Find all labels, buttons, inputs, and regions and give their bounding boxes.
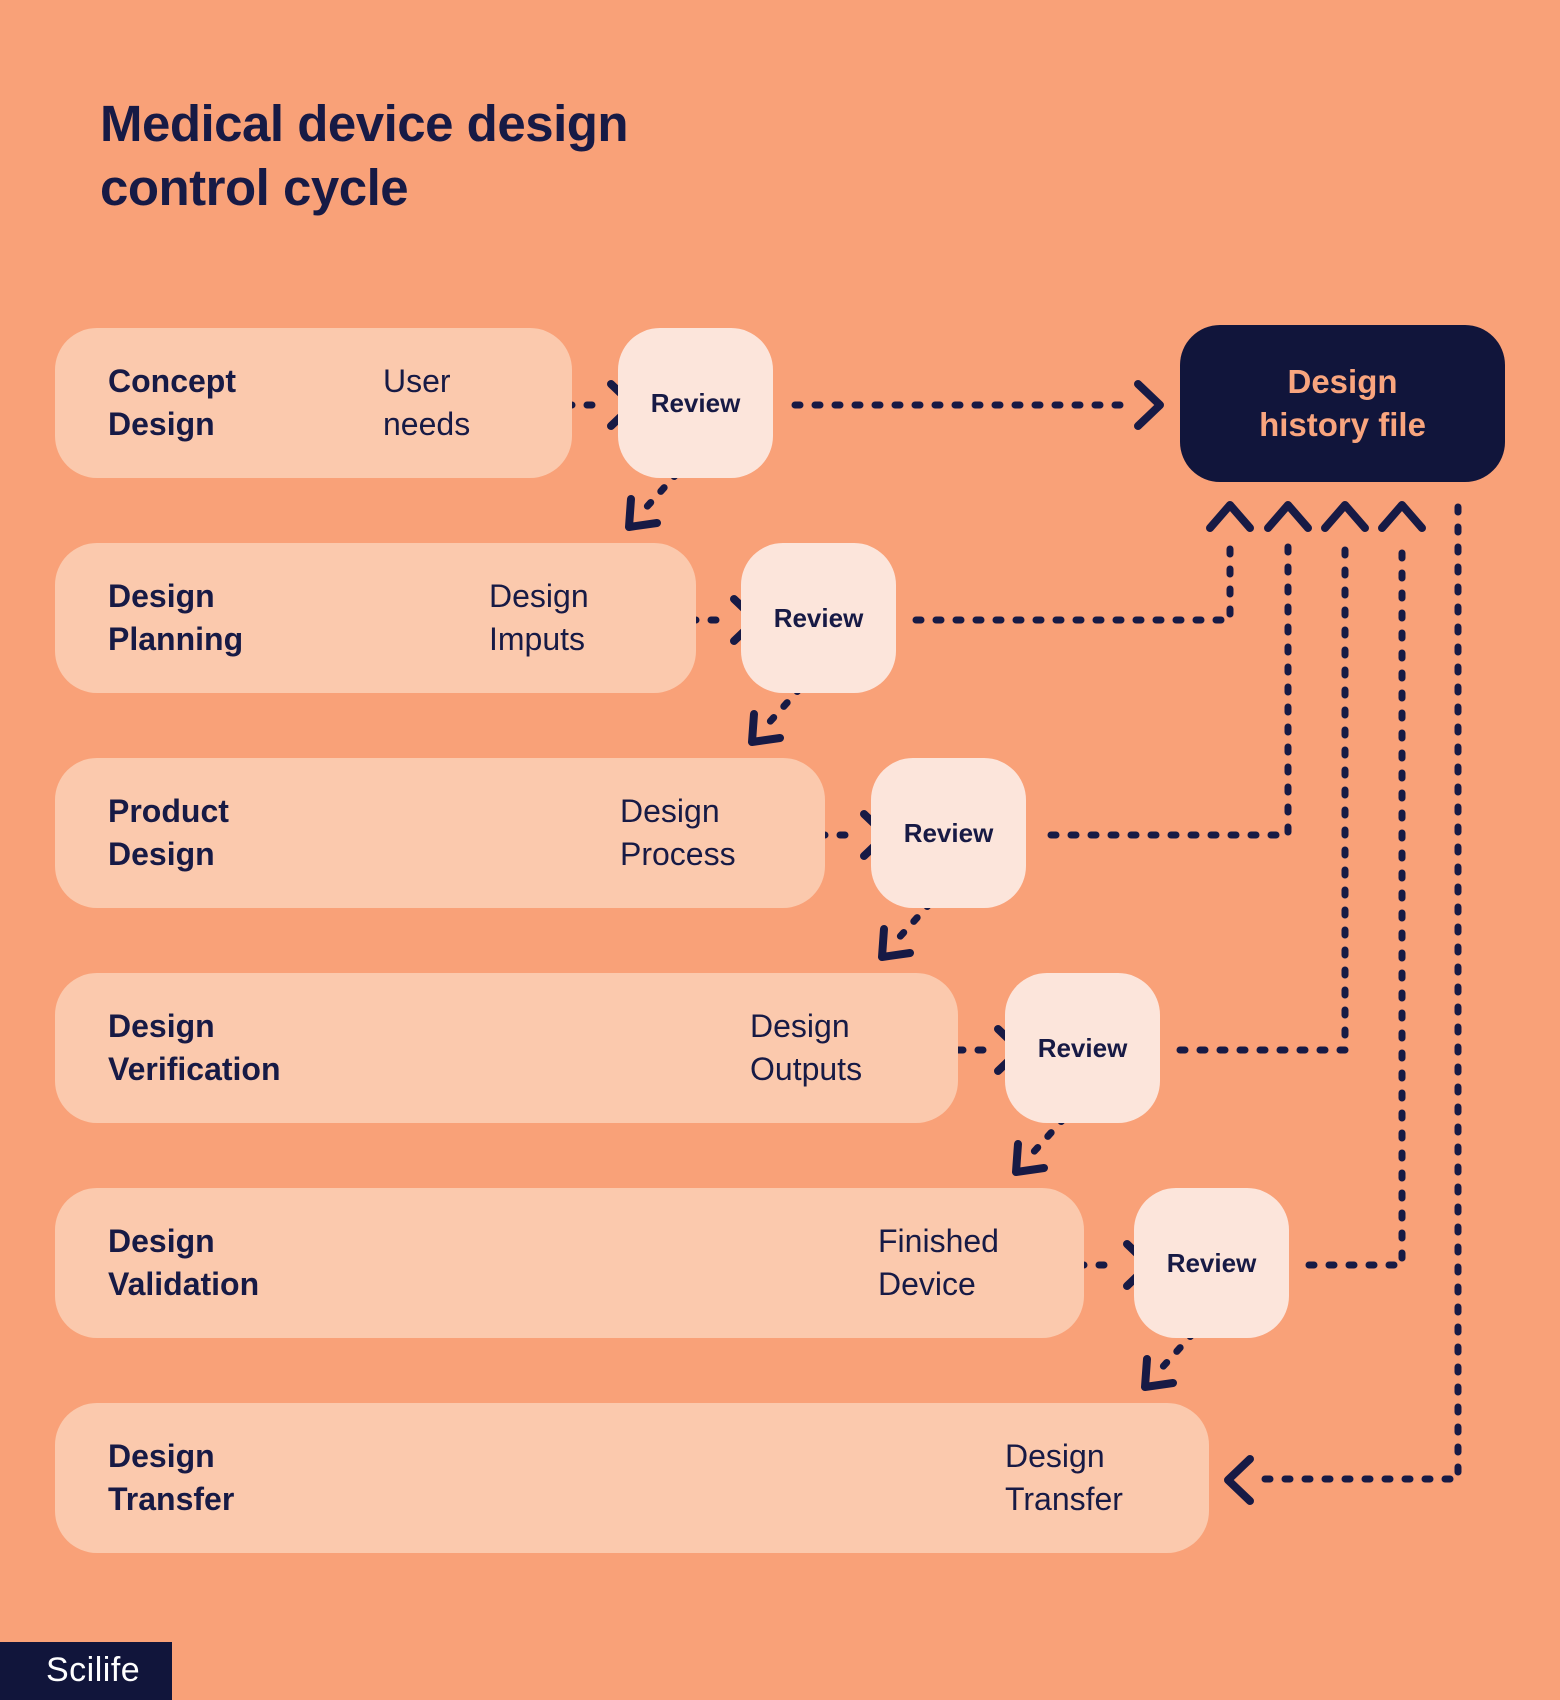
arrowhead-downleft-icon [1141,1355,1177,1391]
arrow-review5-to-dhf-dots [1305,541,1406,1269]
arrowhead-up-icon [1321,501,1369,532]
review-box-3: Review [871,758,1026,908]
arrowhead-up-icon [1378,501,1426,532]
page-title: Medical device design control cycle [100,95,629,217]
arrow-review3-to-dhf-dots [1047,541,1292,839]
scilife-logo: Scilife [0,1642,172,1700]
review-box-5: Review [1134,1188,1289,1338]
scilife-logo-text: Scilife [46,1651,141,1689]
design-history-file-box: Design history file [1180,325,1505,482]
arrowhead-downleft-icon [878,925,914,961]
arrowhead-downleft-icon [748,710,784,746]
arrow-dhf-to-transfer-dots [1259,503,1462,1483]
review-label: Review [1037,1032,1128,1063]
arrow-review3-to-verification-dots [892,884,948,945]
review-label: Review [773,602,864,633]
arrow-review1-to-planning-dots [639,454,695,515]
review-label: Review [650,387,741,418]
review-label: Review [1166,1247,1257,1278]
arrow-review2-to-dhf-dots [912,541,1234,624]
arrow-review4-to-validation-dots [1026,1099,1082,1160]
arrowhead-downleft-icon [625,495,661,531]
review-box-2: Review [741,543,896,693]
arrowhead-up-icon [1206,501,1254,532]
review-box-4: Review [1005,973,1160,1123]
arrowhead-up-icon [1264,501,1312,532]
review-label: Review [903,817,994,848]
arrow-review5-to-transfer-dots [1155,1314,1211,1375]
arrow-review2-to-product-dots [762,669,818,730]
arrowhead-right-icon [1134,380,1164,430]
arrowhead-downleft-icon [1012,1140,1048,1176]
arrowhead-left-icon [1224,1455,1254,1505]
arrow-review4-to-dhf-dots [1176,541,1349,1054]
review-box-1: Review [618,328,773,478]
